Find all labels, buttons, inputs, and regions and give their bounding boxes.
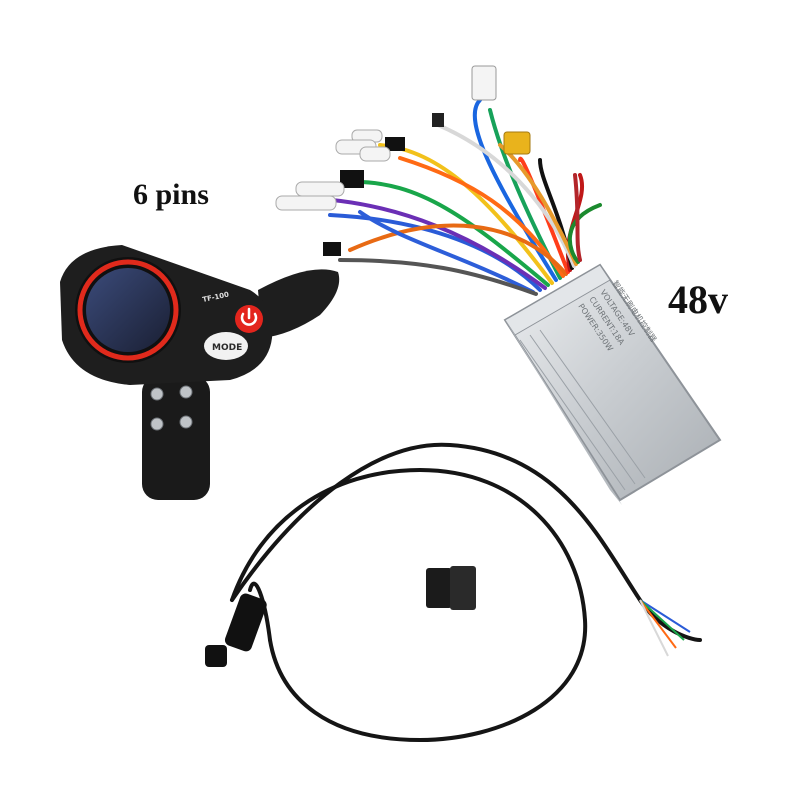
- cable-connector: [205, 593, 267, 667]
- power-icon: [240, 307, 258, 326]
- screen-ring: [77, 259, 179, 361]
- lcd-display-unit: TF-100 MODE: [60, 245, 340, 500]
- lcd-screen: [86, 268, 170, 352]
- cable-end-wires: [639, 599, 691, 657]
- mode-button[interactable]: [204, 332, 248, 360]
- mode-button-label: MODE: [212, 343, 242, 353]
- adapter-plug: [426, 566, 476, 610]
- voltage-label: 48v: [668, 277, 728, 322]
- pins-label: 6 pins: [133, 178, 209, 211]
- wire-harness: [298, 98, 602, 296]
- connectors: [275, 65, 531, 256]
